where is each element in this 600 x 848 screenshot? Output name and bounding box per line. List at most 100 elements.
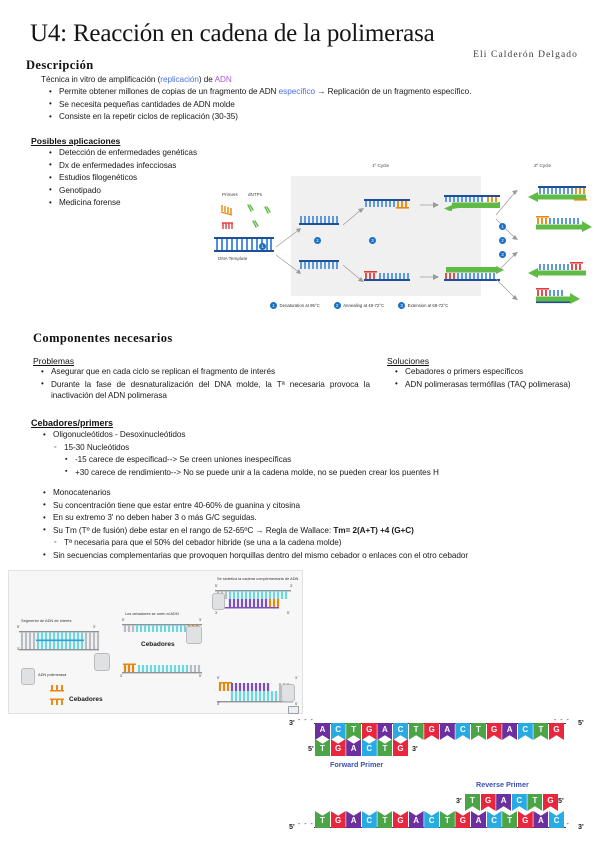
dna-base: T: [502, 811, 518, 828]
arrow-to-extension-top: [420, 202, 439, 208]
label-sintesis: Se sintetiza la cadena complementaria de…: [217, 576, 299, 581]
legend-dot-3: 3: [398, 302, 406, 309]
link-replicacion[interactable]: replicación: [160, 75, 199, 84]
list-item: Su concentración tiene que estar entre 4…: [42, 499, 587, 511]
list-item: Dx de enfermedades infecciosas: [48, 159, 348, 171]
extension-product-top: [444, 195, 500, 211]
template-5p3p-right: 5': [578, 718, 584, 727]
dna-base: T: [408, 723, 424, 740]
link-adn[interactable]: ADN: [214, 75, 232, 84]
dna-base: C: [393, 723, 408, 740]
dna-base: A: [315, 723, 330, 740]
section-heading-posibles-aplicaciones: Posibles aplicaciones: [31, 136, 121, 146]
aplicaciones-list: Detección de enfermedades genéticas Dx d…: [48, 147, 348, 210]
dash-right: - - -: [554, 717, 570, 724]
prime-label: 3': [17, 647, 20, 651]
prime-label: 5': [287, 611, 290, 615]
dna-base: C: [455, 723, 471, 740]
dna-base: T: [377, 739, 393, 756]
prime-label: 5': [199, 674, 202, 678]
dna-base: G: [455, 811, 471, 828]
dntps-label: dNTPs: [248, 192, 263, 197]
problemas-list: Asegurar que en cada ciclo se replican e…: [40, 366, 370, 402]
primer-3p-right: 3': [412, 744, 418, 753]
legend-item-annealing: 2 Annealing at 48-72°C: [333, 302, 385, 309]
prime-label: 3': [290, 584, 293, 588]
dna-base: A: [408, 811, 424, 828]
legend-dot-2: 2: [333, 302, 341, 309]
list-item: Medicina forense: [48, 197, 348, 208]
dna-base: G: [393, 811, 408, 828]
dna-base: G: [330, 739, 346, 756]
list-item: Oligonucleótidos - Desoxinucleótidos 15-…: [42, 429, 582, 478]
dash-left: - - -: [298, 717, 314, 724]
dna-base: T: [533, 723, 549, 740]
cebadores-list-part1: Oligonucleótidos - Desoxinucleótidos 15-…: [42, 429, 582, 479]
section-heading-descripcion: Descripción: [26, 58, 94, 72]
list-item: Permite obtener millones de copias de un…: [48, 86, 588, 97]
prime-label: 3': [120, 674, 123, 678]
arrows-to-cycle2-top: [495, 190, 518, 240]
list-item: Asegurar que en cada ciclo se replican e…: [40, 366, 370, 377]
list-item: -15 carece de especificad--> Se creen un…: [64, 454, 582, 465]
dna-base: C: [330, 723, 346, 740]
arrows-to-cycle2-bottom: [495, 252, 518, 300]
list-item: ADN polimerasas termófilas (TAQ polimera…: [394, 378, 584, 390]
link-especifico[interactable]: específico: [278, 87, 316, 96]
bullet-text: Consiste en la repetir ciclos de replica…: [59, 112, 238, 121]
template-5p-left: 5': [289, 822, 295, 831]
dna-base: G: [486, 723, 502, 740]
section-heading-componentes: Componentes necesarios: [33, 331, 173, 345]
pcr-legend: 1 Denaturation at 95°C 2 Annealing at 48…: [270, 302, 448, 309]
list-item: 15-30 Nucleótidos -15 carece de especifi…: [53, 442, 582, 478]
prime-label: 3': [93, 625, 96, 629]
author-name: Eli Calderón Delgado: [473, 50, 578, 60]
prime-label: 3': [215, 611, 218, 615]
step-number-1: 1: [259, 243, 266, 250]
annealed-complex-top: [364, 199, 410, 209]
label-polimerasa: ADN polimerasa: [38, 672, 67, 677]
template-3p-right: 3': [578, 822, 584, 831]
dna-base: T: [439, 811, 455, 828]
step-number-2: 2: [314, 237, 321, 244]
list-item-label: Oligonucleótidos - Desoxinucleótidos: [53, 430, 186, 439]
prime-label: 3': [199, 618, 202, 622]
cebadores-subsublist: -15 carece de especificad--> Se creen un…: [64, 454, 582, 478]
dna-base: T: [315, 739, 330, 756]
descripcion-bullet-list: Permite obtener millones de copias de un…: [48, 86, 588, 124]
dna-base: A: [533, 811, 549, 828]
dna-base: C: [486, 811, 502, 828]
dna-base: G: [393, 739, 408, 756]
subheading-soluciones: Soluciones: [387, 356, 430, 366]
extension-product-bottom: [444, 266, 504, 281]
subheading-problemas: Problemas: [33, 356, 75, 366]
list-item: Consiste en la repetir ciclos de replica…: [48, 111, 588, 122]
lead-mid: ) de: [198, 75, 215, 84]
wallace-pre: Su Tm (Tº de fusión) debe estar en el ra…: [53, 525, 334, 535]
dna-template-label: DNA Template: [218, 256, 248, 261]
dna-base: C: [511, 794, 527, 811]
prime-label: 5': [17, 625, 20, 629]
wallace-formula: Tm= 2(A+T) +4 (G+C): [333, 525, 414, 535]
prime-label: 5': [295, 702, 298, 706]
dna-base: T: [471, 723, 486, 740]
wallace-subnote-list: Tª necesaria para que el 50% del cebador…: [53, 537, 587, 548]
synthesis-product-bottom: [217, 682, 293, 703]
arrow-to-annealing-top: [342, 208, 364, 226]
cycle2-product-1: [528, 186, 587, 202]
page-title: U4: Reacción en cadena de la polimerasa: [30, 20, 435, 47]
dna-base: T: [527, 794, 543, 811]
step-number-3: 3: [369, 237, 376, 244]
legend-box-icon: [288, 706, 299, 714]
label-cebadores-unen: Los cebadores se unen al ADN: [125, 611, 179, 616]
dna-base: G: [549, 723, 564, 740]
dna-base: A: [502, 723, 518, 740]
cycle2-step-1: 1: [499, 223, 506, 230]
legend-label-2: Annealing at 48-72°C: [343, 303, 385, 308]
free-primers-icon: [220, 204, 271, 229]
split-arrows-icon: [275, 228, 301, 274]
dna-base: T: [465, 794, 480, 811]
label-segmento-adn: Segmento de ADN de interés: [21, 618, 72, 623]
dna-base: T: [377, 811, 393, 828]
